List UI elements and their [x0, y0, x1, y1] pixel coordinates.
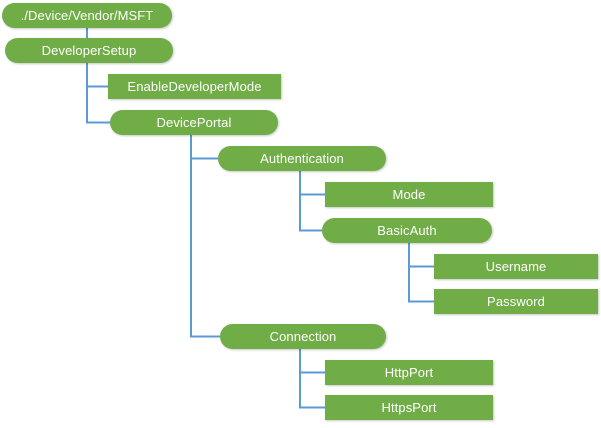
node-label-authentication: Authentication [260, 151, 344, 166]
node-label-deviceportal: DevicePortal [156, 115, 232, 130]
edge-connection-httpport [299, 349, 325, 374]
edge-deviceportal-authentication [190, 135, 218, 160]
node-httpport[interactable]: HttpPort [325, 360, 493, 385]
node-root[interactable]: ./Device/Vendor/MSFT [2, 3, 172, 28]
node-authentication[interactable]: Authentication [218, 146, 386, 171]
node-deviceportal[interactable]: DevicePortal [110, 110, 278, 135]
node-basicauth[interactable]: BasicAuth [322, 218, 492, 243]
node-label-developersetup: DeveloperSetup [41, 43, 137, 58]
node-label-enabledevelopermode: EnableDeveloperMode [127, 79, 262, 94]
node-label-username: Username [485, 259, 547, 274]
node-connection[interactable]: Connection [220, 324, 386, 349]
node-mode[interactable]: Mode [325, 182, 493, 207]
node-httpsport[interactable]: HttpsPort [325, 395, 493, 420]
node-label-root: ./Device/Vendor/MSFT [20, 8, 154, 23]
node-developersetup[interactable]: DeveloperSetup [5, 38, 173, 63]
edge-basicauth-username [408, 243, 434, 268]
node-password[interactable]: Password [434, 289, 598, 314]
edge-authentication-basicauth [299, 171, 322, 232]
edge-authentication-mode [299, 171, 325, 196]
edge-deviceportal-connection [190, 135, 220, 338]
node-label-httpport: HttpPort [384, 365, 434, 380]
edge-basicauth-password [408, 243, 434, 303]
node-username[interactable]: Username [434, 254, 598, 279]
node-label-mode: Mode [392, 187, 426, 202]
node-enabledevelopermode[interactable]: EnableDeveloperMode [108, 74, 281, 99]
node-label-connection: Connection [269, 329, 337, 344]
edge-developersetup-enabledevelopermode [86, 63, 108, 88]
node-label-httpsport: HttpsPort [381, 400, 437, 415]
edge-connection-httpsport [299, 349, 325, 409]
edge-developersetup-deviceportal [86, 63, 110, 124]
node-label-basicauth: BasicAuth [377, 223, 437, 238]
node-label-password: Password [487, 294, 545, 309]
